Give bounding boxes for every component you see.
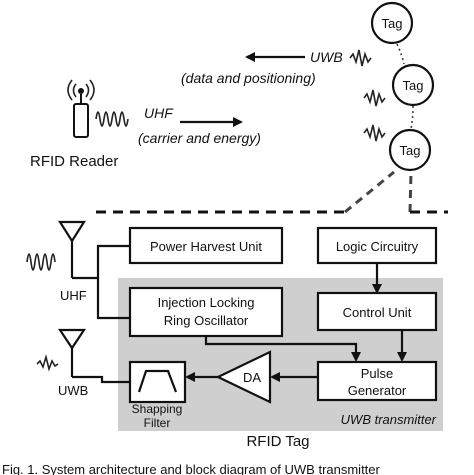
tag-1: Tag [370,1,414,45]
ilro-label-line1: Injection Locking [158,295,255,310]
uhf-wave-tag [26,253,56,271]
uwb-desc: (data and positioning) [181,70,316,86]
tag-3: Tag [388,128,432,172]
uwb-wave-tag [36,353,59,372]
uhf-wave-top [95,111,129,127]
tag-1-label: Tag [382,16,403,31]
uhf-desc: (carrier and energy) [138,130,261,146]
wire-antenna-ilro [96,278,130,320]
reader-label: RFID Reader [30,153,118,170]
ilro-label-line2: Ring Oscillator [164,313,249,328]
rfid-reader-icon [67,79,95,138]
uhf-top-label: UHF [144,105,174,121]
filter-shape-icon [137,369,178,393]
shaping-filter-line2: Filter [144,416,171,430]
arrow-ilro-pulse [204,336,361,362]
logic-circuitry [316,226,438,265]
uwb-antenna-icon [57,328,87,377]
tag-2-label: Tag [403,78,424,93]
power-harvest-unit [128,226,284,265]
logic-circuitry-label: Logic Circuitry [336,239,419,254]
tag-3-label: Tag [400,143,421,158]
tag-link-2 [410,105,414,130]
tag-2: Tag [391,63,435,107]
shaping-filter [128,360,187,404]
uwb-transmitter-label: UWB transmitter [341,412,437,427]
uhf-antenna-label: UHF [60,288,87,303]
rfid-tag-label: RFID Tag [246,433,309,450]
uwb-wavelet-2 [363,89,386,107]
uwb-top-label: UWB [310,49,343,65]
uwb-wavelet-3 [363,124,386,142]
pulse-generator-line2: Generator [348,383,407,398]
control-unit-label: Control Unit [343,305,412,320]
pulse-generator [316,360,438,402]
uwb-wavelet-1 [349,49,372,67]
injection-locking-ring-oscillator [128,286,284,338]
zoom-link-left [344,170,395,214]
uwb-antenna-label: UWB [58,383,88,398]
tag-link-1 [396,43,405,65]
driver-amplifier-label: DA [243,370,261,385]
uhf-antenna-icon [58,220,86,278]
pulse-generator-line1: Pulse [361,366,394,381]
wire-filter-antenna [72,375,130,384]
zoom-link-right [408,171,413,213]
power-harvest-label: Power Harvest Unit [150,239,262,254]
shaping-filter-line1: Shapping [132,402,183,416]
wire-antenna-power [72,244,130,280]
figure-caption: Fig. 1. System architecture and block di… [2,462,381,475]
